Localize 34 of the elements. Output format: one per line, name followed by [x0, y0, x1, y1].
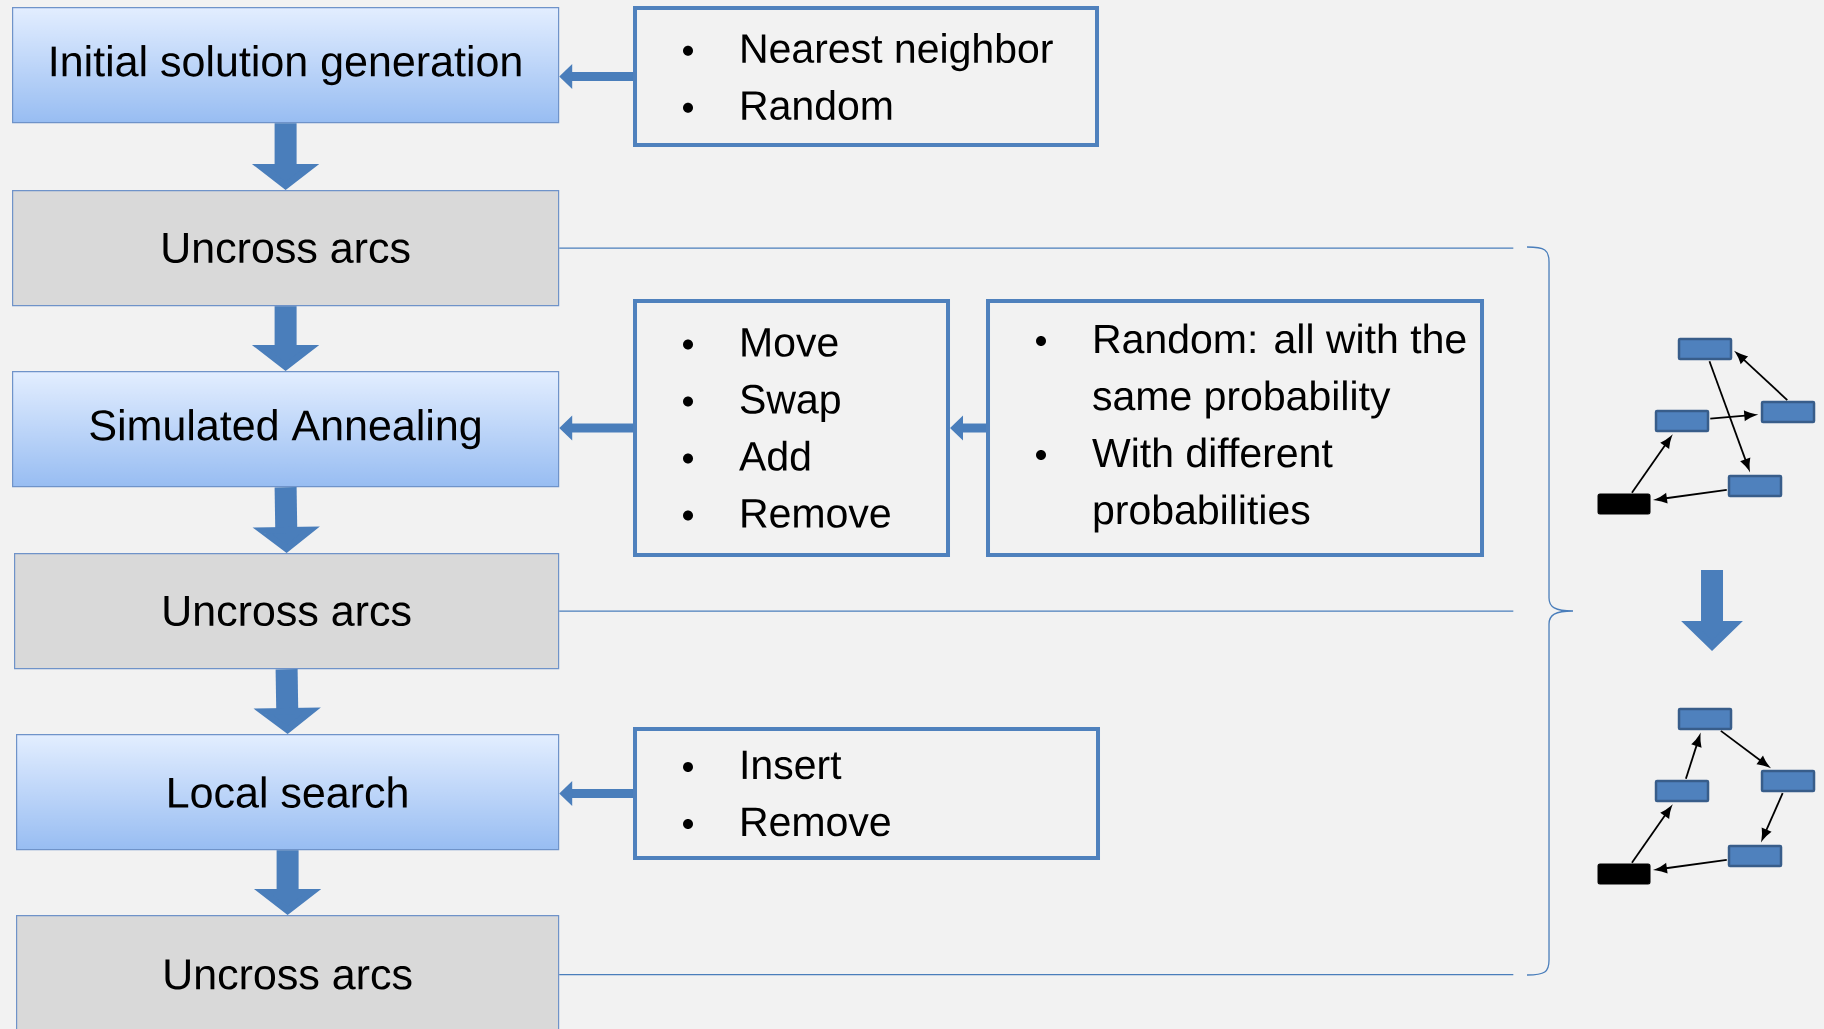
brace: [1526, 246, 1574, 976]
depot-node: [1597, 493, 1651, 515]
arrow: [1631, 806, 1672, 864]
graph-node: [1677, 707, 1733, 731]
option-box: Move Swap Add Remove: [633, 299, 950, 557]
process-box: Simulated Annealing: [12, 371, 560, 488]
leader-line: [558, 973, 1514, 976]
graph-node: [1760, 769, 1816, 793]
arrow: [1761, 792, 1784, 841]
graph-node: [1727, 474, 1783, 498]
graph-node: [1760, 400, 1816, 424]
graph-node: [1654, 779, 1710, 803]
arrow: [1685, 735, 1702, 780]
leader-line: [558, 610, 1514, 612]
process-box: Uncross arcs: [16, 915, 560, 1029]
process-box: Local search: [16, 734, 560, 851]
arrow: [1708, 360, 1751, 470]
option-box: Nearest neighbor Random: [633, 6, 1099, 147]
arrow: [1735, 352, 1789, 401]
arrow: [1631, 436, 1672, 494]
depot-node: [1597, 863, 1651, 885]
graph-node: [1677, 337, 1733, 361]
process-box: Uncross arcs: [12, 190, 560, 307]
graph-node: [1727, 844, 1783, 868]
leader-line: [558, 247, 1514, 249]
arrow: [1709, 410, 1756, 421]
option-box: Insert Remove: [633, 727, 1100, 860]
arrow: [1655, 489, 1728, 503]
option-box: Random: all with the same probability With different probabilities: [986, 299, 1484, 557]
process-box: Initial solution generation: [12, 7, 560, 124]
arrow: [1655, 859, 1728, 873]
arrow: [1719, 729, 1769, 768]
graph-node: [1654, 409, 1710, 433]
process-box: Uncross arcs: [14, 553, 560, 670]
